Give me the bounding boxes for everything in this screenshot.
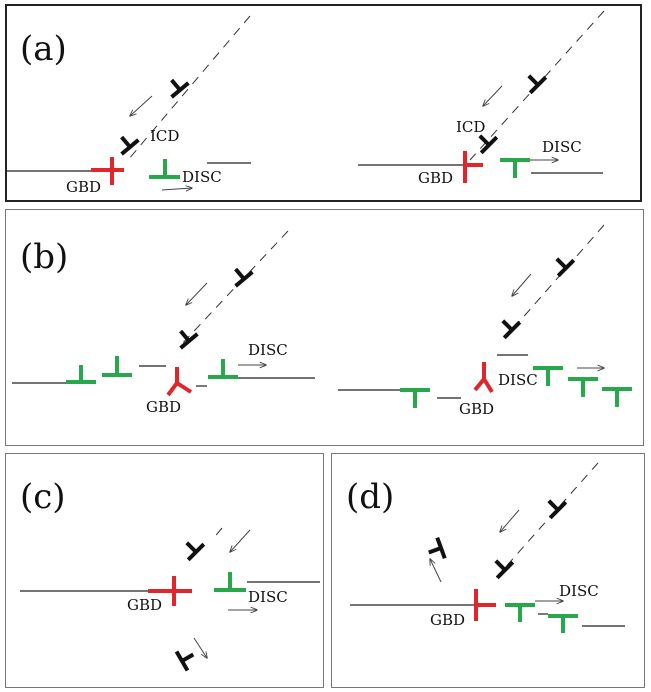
gbd-label: GBD [459, 400, 494, 418]
red-gbd-dislocation [463, 151, 483, 183]
black-dislocation [428, 536, 447, 560]
green-dislocation [568, 377, 598, 397]
gbd-label: GBD [430, 611, 465, 629]
red-gbd-dislocation [148, 576, 192, 606]
black-dislocation [527, 74, 548, 95]
slip-trace-dashed [179, 230, 289, 347]
red-gbd-dislocation [91, 157, 124, 185]
glide-arrow [500, 509, 520, 532]
green-dislocation [505, 603, 535, 622]
glide-arrow [230, 529, 251, 552]
black-dislocation [494, 559, 515, 580]
disc-label: DISC [248, 341, 288, 359]
green-dislocation [214, 572, 246, 592]
panel-d-frame [331, 453, 645, 688]
black-dislocation [179, 329, 199, 350]
glide-arrow [512, 273, 532, 296]
green-dislocation [533, 366, 563, 386]
red-gbd-dislocation [473, 362, 494, 394]
panel-c-frame [5, 453, 324, 688]
icd-label: ICD [150, 127, 179, 145]
glide-arrow [483, 85, 503, 106]
black-dislocation [478, 134, 499, 155]
glide-arrow [186, 282, 208, 305]
black-dislocation [174, 650, 195, 672]
black-dislocation [547, 499, 568, 520]
slip-trace-dashed [127, 15, 251, 161]
slip-trace-dashed [211, 527, 223, 541]
gbd-label: GBD [66, 178, 101, 196]
glide-arrow [193, 637, 207, 658]
slip-trace-dashed [493, 462, 599, 581]
red-gbd-dislocation [166, 367, 193, 397]
slip-trace-dashed [511, 224, 605, 331]
black-dislocation [555, 257, 576, 278]
black-dislocation [234, 267, 254, 288]
glide-arrow [161, 188, 192, 190]
panel-b-frame [5, 209, 644, 446]
green-dislocation [400, 388, 430, 408]
green-dislocation [102, 356, 132, 377]
green-dislocation [548, 614, 578, 633]
disc-label: DISC [498, 371, 538, 389]
disc-label: DISC [182, 168, 222, 186]
glide-arrow [430, 559, 442, 583]
green-dislocation [208, 359, 238, 379]
panel-b-label: (b) [20, 237, 68, 277]
black-dislocation [185, 541, 206, 562]
green-dislocation [66, 365, 96, 384]
gbd-label: GBD [418, 169, 453, 187]
disc-label: DISC [559, 582, 599, 600]
black-dislocation [170, 78, 190, 99]
gbd-label: GBD [146, 398, 181, 416]
green-dislocation [500, 158, 530, 178]
disc-label: DISC [248, 588, 288, 606]
black-dislocation [501, 319, 522, 340]
disc-label: DISC [542, 138, 582, 156]
panel-a-frame [5, 4, 642, 202]
gbd-label: GBD [127, 596, 162, 614]
green-dislocation [602, 387, 632, 407]
red-gbd-dislocation [474, 589, 496, 621]
glide-arrow [130, 95, 153, 116]
panel-a-label: (a) [20, 29, 67, 69]
green-dislocation [149, 159, 180, 179]
icd-label: ICD [456, 118, 485, 136]
black-dislocation [120, 135, 140, 156]
panel-d-label: (d) [346, 477, 394, 517]
panel-c-label: (c) [20, 477, 66, 517]
